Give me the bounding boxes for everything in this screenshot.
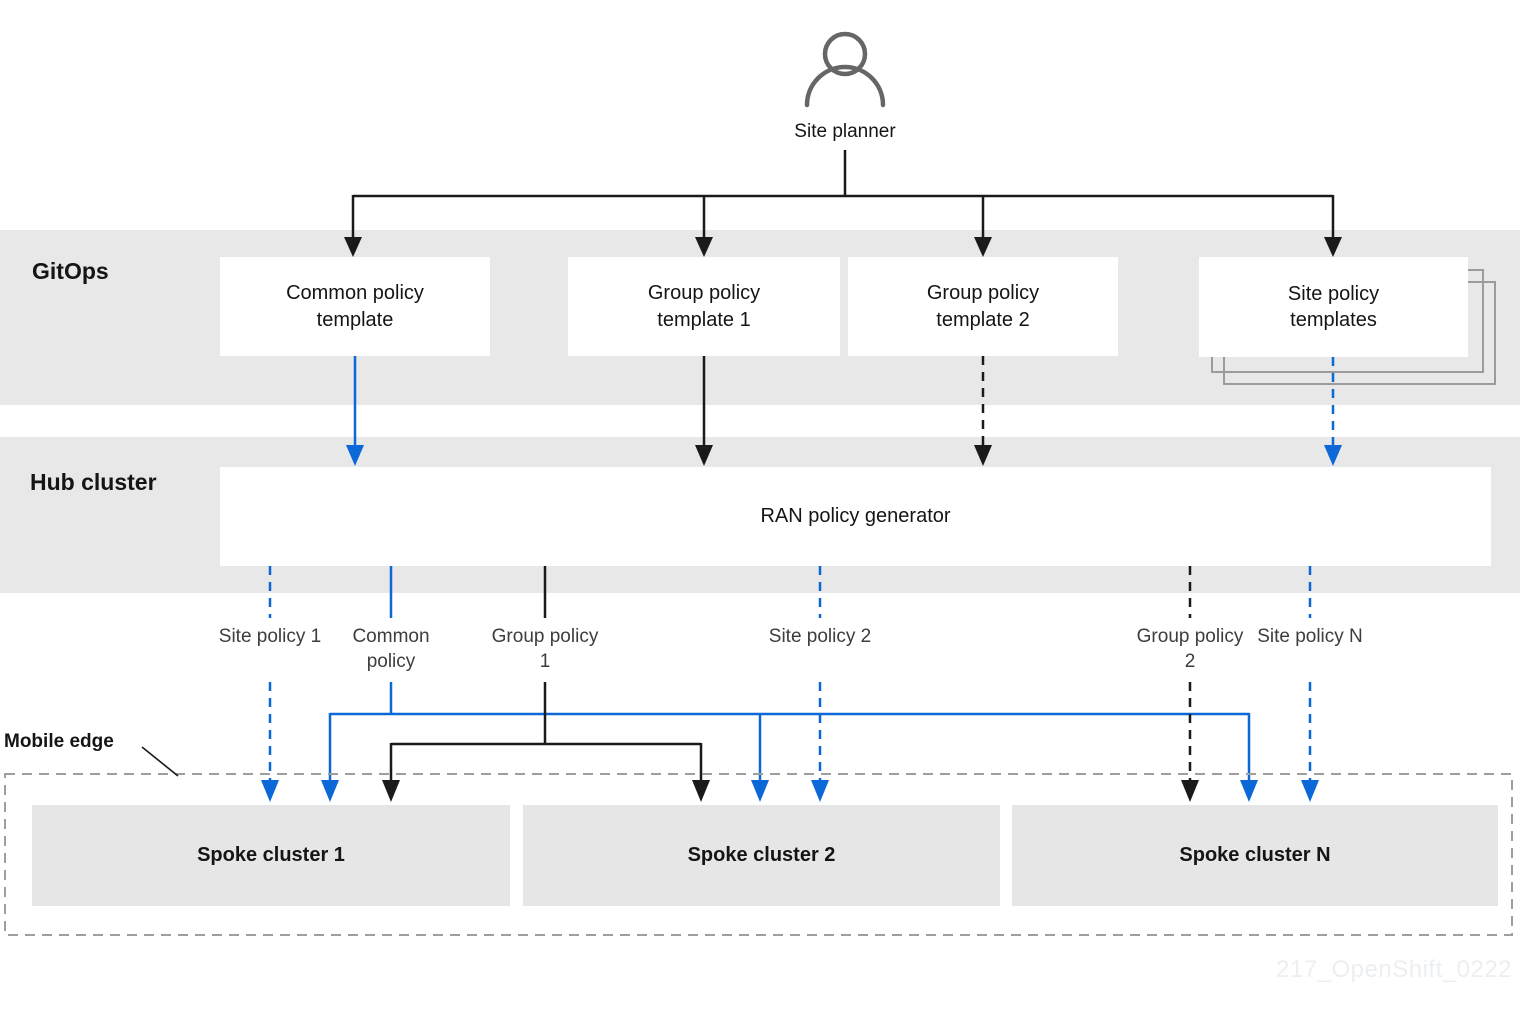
mobile-edge-label: Mobile edge bbox=[4, 731, 114, 752]
ran-policy-generator-label: RAN policy generator bbox=[760, 505, 951, 528]
policy-label-site-policy-n: Site policy N bbox=[1257, 626, 1363, 647]
hub-cluster-band-label: Hub cluster bbox=[30, 469, 157, 495]
policy-label-group-policy-1: Group policy 1 bbox=[491, 626, 599, 673]
gitops-band-label: GitOps bbox=[32, 258, 109, 284]
policy-label-site-policy-1: Site policy 1 bbox=[218, 626, 322, 647]
group-policy-template-2-box: Group policy template 2 bbox=[848, 257, 1118, 356]
watermark-text: 217_OpenShift_0222 bbox=[1276, 956, 1512, 983]
spoke-cluster-1-box: Spoke cluster 1 bbox=[32, 805, 510, 906]
common-policy-arrowhead-spoke-2 bbox=[751, 780, 769, 802]
group-policy-1-arrowhead-spoke-1 bbox=[382, 780, 400, 802]
group-policy-template-2-label: Group policy template 2 bbox=[926, 282, 1040, 331]
site-policy-templates-box: Site policy templates bbox=[1199, 257, 1468, 357]
policy-label-group-policy-2: Group policy 2 bbox=[1136, 626, 1244, 673]
common-policy-template-box: Common policy template bbox=[220, 257, 490, 356]
common-policy-template-label: Common policy template bbox=[286, 282, 424, 331]
ran-policy-generator-box: RAN policy generator bbox=[220, 467, 1491, 566]
site-policy-templates-label: Site policy templates bbox=[1287, 282, 1380, 331]
common-policy-arrowhead-spoke-1 bbox=[321, 780, 339, 802]
spoke-cluster-n-box: Spoke cluster N bbox=[1012, 805, 1498, 906]
spoke-cluster-2-box: Spoke cluster 2 bbox=[523, 805, 1000, 906]
mobile-edge-pointer-line bbox=[141, 746, 179, 777]
person-icon bbox=[804, 31, 886, 108]
group-policy-1-arrowhead-spoke-2 bbox=[692, 780, 710, 802]
spoke-cluster-n-label: Spoke cluster N bbox=[1179, 844, 1331, 866]
label-to-spoke-connectors bbox=[261, 682, 1319, 802]
person-icon-head bbox=[822, 31, 868, 77]
policy-label-site-policy-2: Site policy 2 bbox=[768, 626, 872, 647]
group-policy-template-1-box: Group policy template 1 bbox=[568, 257, 840, 356]
group-policy-template-1-label: Group policy template 1 bbox=[647, 282, 761, 331]
spoke-cluster-1-label: Spoke cluster 1 bbox=[197, 844, 345, 866]
policy-label-common-policy: Common policy bbox=[352, 626, 430, 673]
spoke-cluster-2-label: Spoke cluster 2 bbox=[687, 844, 836, 866]
site-policy-2-arrowhead bbox=[811, 780, 829, 802]
site-policy-1-arrowhead bbox=[261, 780, 279, 802]
group-policy-2-arrowhead bbox=[1181, 780, 1199, 802]
common-policy-arrowhead-spoke-n bbox=[1240, 780, 1258, 802]
site-policy-n-arrowhead bbox=[1301, 780, 1319, 802]
site-planner-label: Site planner bbox=[794, 121, 896, 142]
person-icon-body bbox=[804, 64, 886, 108]
